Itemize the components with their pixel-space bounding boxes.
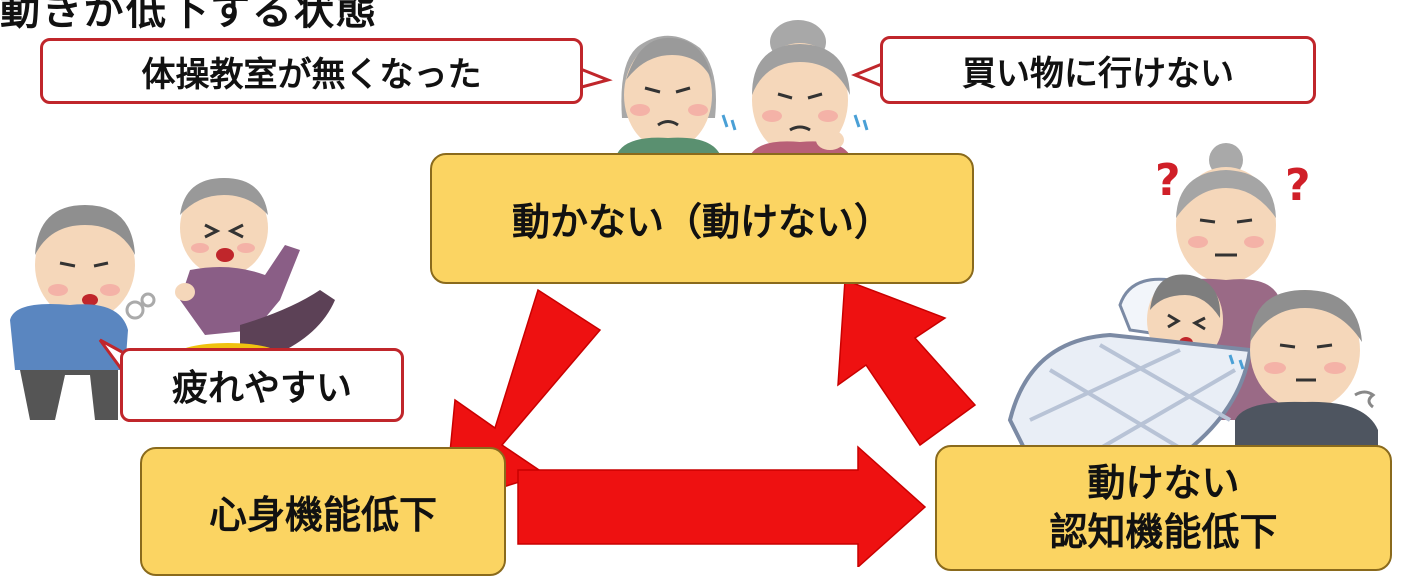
bubble-tail-exercise — [577, 66, 613, 90]
elderly-man-troubled-icon — [615, 35, 722, 170]
bubble-tail-tired — [98, 338, 124, 371]
arrow-up-left — [837, 278, 977, 447]
arrow-right — [517, 445, 927, 567]
elderly-man-tired-icon — [10, 205, 156, 420]
elderly-woman-falling-icon — [175, 178, 335, 367]
elderly-man-sighing-icon — [1235, 290, 1378, 470]
page-title: 動きが低下する状態 — [0, 0, 378, 34]
speech-bubble-text: 体操教室が無くなった — [141, 54, 482, 95]
speech-bubble-text: 買い物に行けない — [962, 53, 1234, 94]
svg-text:?: ? — [1155, 155, 1181, 206]
bedridden-elderly-man-icon — [1007, 274, 1253, 473]
elderly-woman-troubled-icon — [748, 20, 852, 170]
cycle-box-cognitive-decline: 動けない 認知機能低下 — [935, 445, 1392, 571]
sweat-drops-icon — [721, 114, 869, 131]
cycle-box-mind-body-decline: 心身機能低下 — [140, 447, 506, 576]
bubble-tail-shopping — [851, 62, 883, 88]
speech-bubble-exercise-class: 体操教室が無くなった — [40, 38, 583, 104]
cycle-box-label-line2: 認知機能低下 — [1049, 510, 1278, 554]
svg-text:?: ? — [1285, 160, 1311, 211]
cycle-box-not-moving: 動かない（動けない） — [430, 153, 974, 284]
cycle-box-label-line1: 動けない — [1087, 460, 1240, 505]
speech-bubble-tired: 疲れやすい — [120, 348, 404, 422]
cycle-box-label: 心身機能低下 — [208, 493, 437, 537]
cycle-box-label: 動かない（動けない） — [511, 200, 892, 244]
speech-bubble-text: 疲れやすい — [171, 368, 352, 409]
speech-bubble-shopping: 買い物に行けない — [880, 36, 1316, 104]
